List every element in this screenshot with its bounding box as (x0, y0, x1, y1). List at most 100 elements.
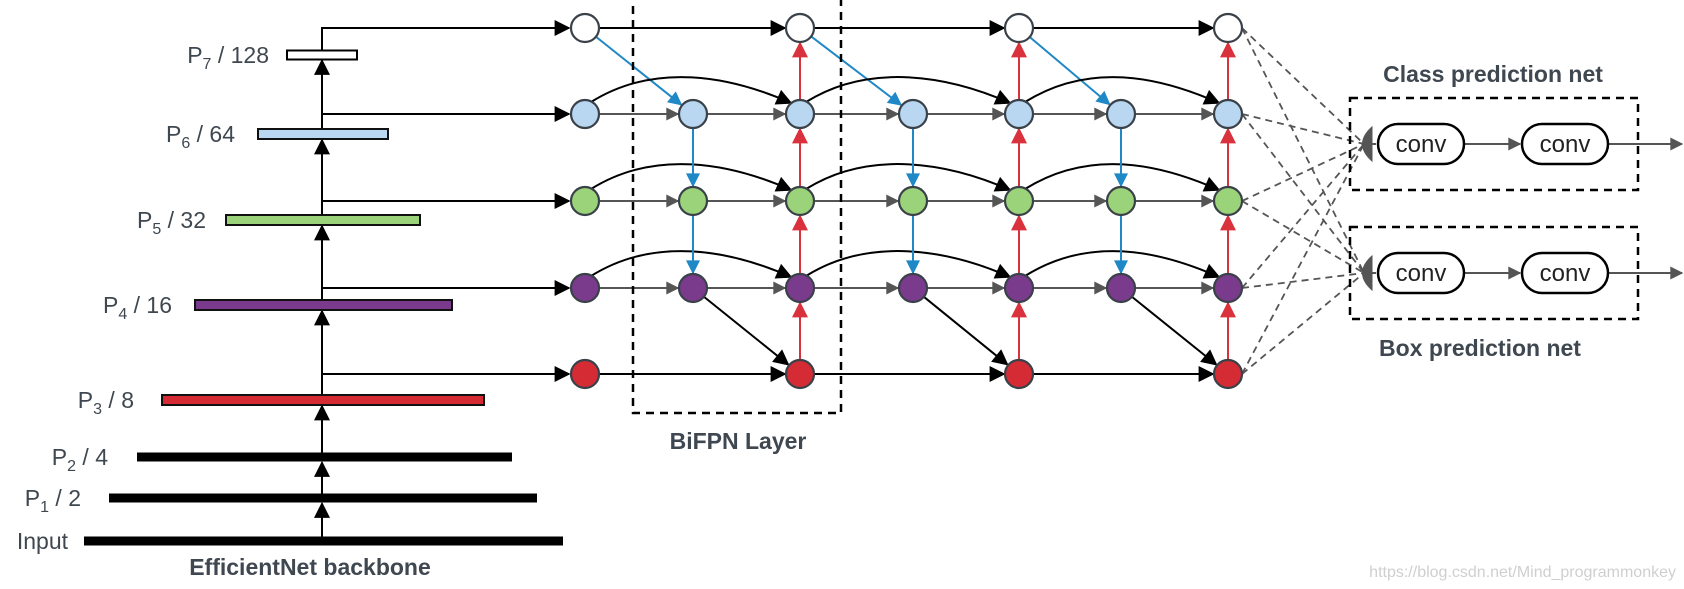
bifpn-node-p5-col3 (784, 185, 816, 217)
backbone-label-suffix: / 16 (127, 292, 172, 318)
backbone-label-p4: P4 / 16 (103, 292, 172, 323)
backbone-label-main: P (52, 444, 67, 470)
backbone-label-subscript: 1 (40, 499, 49, 516)
backbone-bar-p2 (137, 452, 512, 462)
backbone-label-input: Input (17, 528, 69, 554)
bifpn-node-p5-col5 (1003, 185, 1035, 217)
backbone-bar-p5 (225, 214, 421, 226)
backbone-label-main: P (166, 121, 181, 147)
bifpn-node-p7-col5 (1003, 12, 1035, 44)
bifpn-node-p6-col2 (677, 98, 709, 130)
backbone-label-suffix: / 32 (161, 207, 206, 233)
backbone-caption: EfficientNet backbone (189, 554, 431, 580)
bifpn-layer-box (631, 0, 843, 415)
backbone-label-subscript: 3 (93, 401, 102, 418)
class-conv-label-1: conv (1396, 131, 1447, 158)
backbone-label-suffix: / 8 (102, 387, 134, 413)
bifpn-node-p6-col7 (1212, 98, 1244, 130)
watermark: https://blog.csdn.net/Mind_programmonkey (1369, 564, 1676, 581)
class-fan-in-p4 (1241, 143, 1365, 289)
box-conv-pill-2 (1520, 251, 1610, 295)
bifpn-caption: BiFPN Layer (670, 428, 807, 454)
box-fan-in-p7 (1241, 27, 1365, 274)
bifpn-node-p4-col6 (1105, 272, 1137, 304)
bifpn-l2-p6-skip-curve (1024, 76, 1221, 105)
bifpn-node-p4-col1 (569, 272, 601, 304)
bifpn-node-p6-col6 (1105, 98, 1137, 130)
backbone-label-suffix: / 128 (211, 42, 269, 68)
bifpn-node-p4-col2 (677, 272, 709, 304)
bifpn-node-p7-col3 (784, 12, 816, 44)
bifpn-node-p3-col5 (1003, 358, 1035, 390)
bifpn-node-p4-col4 (897, 272, 929, 304)
backbone-label-main: P (25, 485, 40, 511)
class-fan-in-p7 (1241, 27, 1365, 145)
backbone-label-p2: P2 / 4 (52, 444, 108, 475)
backbone-label-p5: P5 / 32 (137, 207, 206, 238)
backbone-label-subscript: 4 (118, 306, 127, 323)
backbone-label-main: Input (17, 528, 69, 554)
box-conv-label-2: conv (1540, 260, 1591, 287)
box-fan-in-p3 (1241, 272, 1365, 375)
backbone-bar-input (84, 536, 563, 546)
backbone-label-suffix: / 64 (190, 121, 235, 147)
class-conv-pill-2 (1520, 122, 1610, 166)
bifpn-node-p5-col7 (1212, 185, 1244, 217)
bifpn-l2-topdown-diagonal (1029, 36, 1111, 106)
box-merge-wedge (1362, 254, 1373, 292)
bifpn-l1-p4-skip-curve (805, 250, 1012, 279)
bifpn-l1-p4-p3-diagonal (923, 296, 1009, 366)
bifpn-l0-topdown-diagonal (595, 35, 683, 106)
nodes-layer (569, 12, 1244, 390)
text-layer: EfficientNet backbone BiFPN Layer Class … (17, 42, 1676, 581)
bifpn-l1-p5-skip-curve (805, 163, 1012, 192)
backbone-label-p7: P7 / 128 (187, 42, 269, 73)
backbone-label-main: P (78, 387, 93, 413)
bifpn-node-p3-col1 (569, 358, 601, 390)
bifpn-node-p5-col4 (897, 185, 929, 217)
backbone-bar-p4 (194, 299, 453, 311)
backbone-label-subscript: 5 (152, 221, 161, 238)
class-prediction-caption: Class prediction net (1383, 61, 1603, 87)
bifpn-node-p6-col3 (784, 98, 816, 130)
bifpn-l2-p4-p3-diagonal (1131, 295, 1218, 366)
bifpn-l2-p5-skip-curve (1024, 163, 1221, 192)
box-conv-label-1: conv (1396, 260, 1447, 287)
backbone-bar-p6 (257, 128, 389, 140)
backbone-label-subscript: 6 (181, 135, 190, 152)
class-fan-in-p6 (1241, 113, 1365, 145)
backbone-label-p6: P6 / 64 (166, 121, 235, 152)
backbone-label-main: P (187, 42, 202, 68)
bifpn-node-p7-col7 (1212, 12, 1244, 44)
class-conv-pill-1 (1376, 122, 1466, 166)
backbone-label-suffix: / 4 (76, 444, 108, 470)
box-prediction-caption: Box prediction net (1379, 335, 1581, 361)
backbone-bar-p1 (109, 493, 537, 503)
class-fan-in-p5 (1241, 143, 1365, 202)
backbone-bar-p3 (161, 394, 485, 406)
bifpn-node-p6-col1 (569, 98, 601, 130)
box-conv-pill-1 (1376, 251, 1466, 295)
bifpn-node-p5-col6 (1105, 185, 1137, 217)
bifpn-l0-p6-skip-curve (590, 76, 793, 105)
bifpn-node-p5-col2 (677, 185, 709, 217)
bifpn-node-p7-col1 (569, 12, 601, 44)
backbone-label-p1: P1 / 2 (25, 485, 81, 516)
backbone-label-suffix: / 2 (49, 485, 81, 511)
backbone-label-main: P (137, 207, 152, 233)
box-fan-in-p4 (1241, 272, 1365, 289)
box-fan-in-p6 (1241, 113, 1365, 274)
bifpn-node-p4-col3 (784, 272, 816, 304)
edges-layer (314, 20, 1684, 537)
bifpn-node-p4-col5 (1003, 272, 1035, 304)
bifpn-node-p4-col7 (1212, 272, 1244, 304)
bifpn-node-p6-col5 (1003, 98, 1035, 130)
backbone-label-p3: P3 / 8 (78, 387, 134, 418)
bifpn-l1-topdown-diagonal (810, 35, 903, 106)
bifpn-node-p6-col4 (897, 98, 929, 130)
boxes-layer (84, 0, 1640, 546)
backbone-bar-p7 (286, 49, 358, 61)
box-prediction-box (1348, 225, 1640, 321)
tap-edge-p7 (321, 20, 571, 51)
